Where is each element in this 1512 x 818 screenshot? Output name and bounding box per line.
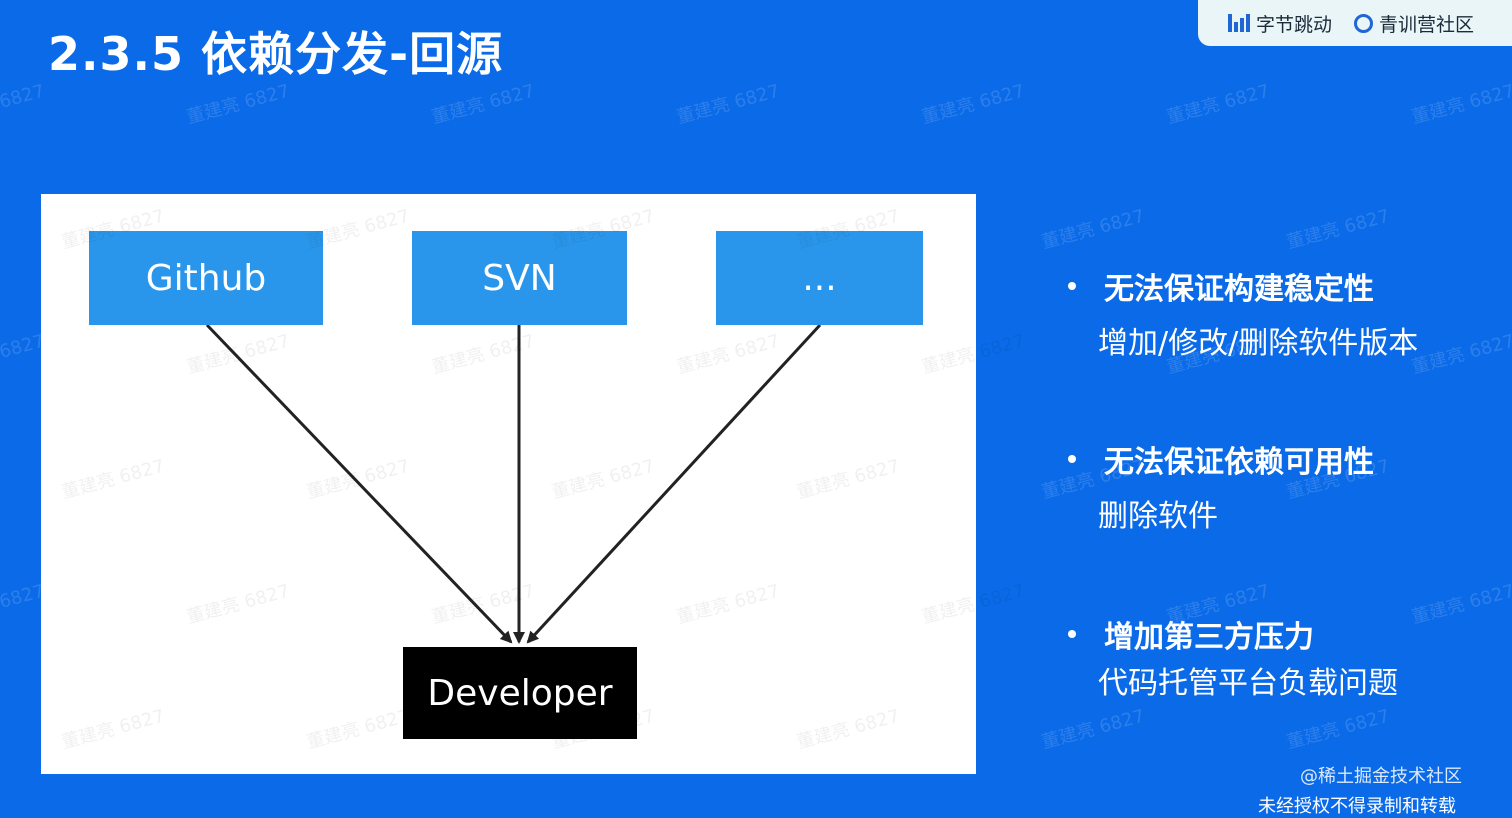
bullet-item: 无法保证依赖可用性 删除软件: [1066, 437, 1506, 535]
watermark-text: 董建亮 6827: [919, 80, 1027, 129]
footer-notice: 未经授权不得录制和转载: [1258, 796, 1456, 817]
community-brand: 青训营社区: [1354, 10, 1474, 37]
watermark-text: 董建亮 6827: [1164, 80, 1272, 129]
bullet-detail: 代码托管平台负载问题: [1098, 666, 1398, 701]
node-svn-label: SVN: [482, 257, 557, 299]
arrow-other-to-developer: [526, 323, 822, 644]
node-developer: Developer: [403, 647, 637, 739]
watermark-text: 董建亮 6827: [1284, 705, 1392, 754]
node-developer-label: Developer: [427, 672, 613, 714]
bullet-heading: 增加第三方压力: [1104, 620, 1314, 655]
node-github: Github: [89, 231, 323, 325]
bytedance-logo-icon: [1228, 14, 1250, 32]
node-other-label: ...: [802, 257, 837, 299]
watermark-text: 董建亮 6827: [1039, 205, 1147, 254]
watermark-text: 董建亮 6827: [1409, 80, 1512, 129]
arrow-github-to-developer: [205, 323, 513, 644]
watermark-text: 董建亮 6827: [1039, 705, 1147, 754]
watermark-text: 董建亮 6827: [1284, 205, 1392, 254]
bullet-item: 增加第三方压力 代码托管平台负载问题: [1066, 612, 1506, 702]
bullet-heading: 无法保证依赖可用性: [1104, 445, 1374, 480]
diagram-panel: Github SVN ... Developer: [41, 194, 976, 774]
node-other: ...: [716, 231, 923, 325]
bullet-heading: 无法保证构建稳定性: [1104, 272, 1374, 307]
node-svn: SVN: [412, 231, 627, 325]
community-brand-label: 青训营社区: [1379, 13, 1475, 36]
footer-source: @稀土掘金技术社区: [1300, 766, 1462, 787]
community-logo-icon: [1354, 13, 1374, 33]
node-github-label: Github: [145, 257, 267, 299]
bullet-detail: 增加/修改/删除软件版本: [1098, 326, 1419, 361]
watermark-text: 董建亮 6827: [0, 80, 47, 129]
watermark-text: 董建亮 6827: [184, 80, 292, 129]
watermark-text: 董建亮 6827: [429, 80, 537, 129]
bullet-item: 无法保证构建稳定性 增加/修改/删除软件版本: [1066, 264, 1506, 362]
bullet-dot: [1068, 282, 1076, 290]
brand-tab: 字节跳动 青训营社区: [1198, 0, 1512, 46]
arrows-layer: [205, 323, 822, 644]
slide-title: 2.3.5 依赖分发-回源: [48, 27, 504, 81]
bullet-detail: 删除软件: [1098, 499, 1218, 534]
bytedance-brand-label: 字节跳动: [1256, 13, 1333, 36]
bullet-dot: [1068, 455, 1076, 463]
bytedance-brand: 字节跳动: [1228, 10, 1332, 37]
watermark-text: 董建亮 6827: [674, 80, 782, 129]
bullet-dot: [1068, 630, 1076, 638]
